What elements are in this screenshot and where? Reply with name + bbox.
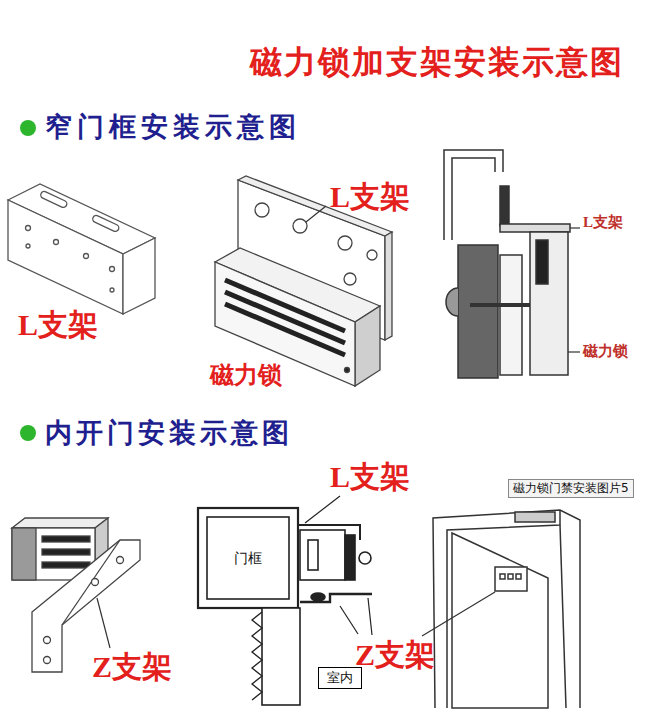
z-bracket-drawing: [42, 562, 90, 568]
l-bracket-drawing: [8, 184, 155, 314]
caption-tooltip: 磁力锁门禁安装图片5: [508, 479, 634, 498]
frame-section-drawing: [198, 496, 372, 705]
section-view-drawing: [530, 232, 568, 375]
part-label: 磁力锁: [583, 343, 628, 360]
leader-line: [306, 206, 326, 222]
z-bracket-drawing: [12, 518, 108, 528]
section-view-drawing: [470, 303, 530, 307]
z-bracket-drawing: [44, 657, 51, 664]
section-view-drawing: [458, 245, 498, 378]
l-bracket-drawing: [8, 200, 123, 314]
lock-with-bracket-drawing: [255, 203, 269, 217]
lock-with-bracket-drawing: [345, 368, 350, 373]
lock-with-bracket-drawing: [225, 280, 345, 331]
section-view-drawing: [444, 150, 580, 378]
node-text: 门框: [234, 550, 262, 568]
lock-with-bracket-drawing: [293, 219, 307, 233]
section-view-drawing: [500, 255, 522, 375]
part-label: L支架: [330, 460, 410, 495]
frame-section-drawing: [305, 496, 340, 523]
z-bracket-drawing: [117, 557, 124, 564]
l-bracket-drawing: [54, 240, 59, 245]
frame-section-drawing: [345, 535, 355, 580]
z-bracket-drawing: [44, 637, 51, 644]
section-view-drawing: [500, 224, 570, 232]
diagram-title: 磁力锁加支架安装示意图: [250, 44, 624, 81]
section-view-drawing: [570, 227, 580, 228]
section-heading: 内开门安装示意图: [45, 417, 293, 448]
z-bracket-drawing: [92, 579, 99, 586]
l-bracket-drawing: [110, 267, 115, 272]
door-drawing: [516, 574, 521, 579]
section-dot: [20, 120, 36, 441]
frame-section-drawing: [252, 612, 262, 700]
frame-section-drawing: [308, 540, 318, 570]
lock-with-bracket-drawing: [355, 306, 380, 386]
l-bracket-drawing: [123, 238, 155, 314]
frame-section-drawing: [311, 593, 325, 601]
part-label: L支架: [330, 180, 410, 215]
frame-section-drawing: [368, 598, 372, 635]
part-label: L支架: [18, 308, 98, 343]
door-drawing: [515, 512, 555, 522]
leader-line: [306, 206, 326, 222]
lock-with-bracket-drawing: [338, 236, 352, 250]
section-view-drawing: [446, 288, 458, 316]
part-label: 磁力锁: [210, 362, 282, 390]
z-bracket-drawing: [12, 518, 140, 672]
door-drawing: [500, 574, 505, 579]
l-bracket-drawing: [26, 226, 31, 231]
part-label: Z支架: [355, 638, 435, 673]
door-drawing: [433, 510, 580, 708]
lock-with-bracket-drawing: [385, 232, 392, 340]
door-drawing: [422, 510, 580, 708]
frame-section-drawing: [262, 608, 300, 705]
door-drawing: [495, 567, 527, 591]
room-box: 室内: [318, 667, 362, 689]
frame-section-drawing: [340, 606, 358, 634]
door-drawing: [508, 574, 513, 579]
l-bracket-drawing: [40, 190, 68, 208]
part-label: Z支架: [92, 650, 172, 685]
section-view-drawing: [536, 240, 548, 284]
section-dot: [20, 425, 36, 441]
z-bracket-drawing: [42, 536, 90, 542]
lock-with-bracket-drawing: [225, 304, 345, 355]
lock-with-bracket-drawing: [344, 273, 356, 285]
l-bracket-drawing: [92, 214, 120, 232]
door-drawing: [560, 525, 566, 708]
frame-section-drawing: [207, 517, 289, 599]
lock-with-bracket-drawing: [225, 292, 345, 343]
frame-section-drawing: [198, 508, 298, 608]
l-bracket-drawing: [110, 288, 114, 292]
node-text: 磁力锁门禁安装图片5: [513, 481, 629, 496]
node-text: 室内: [327, 670, 353, 686]
l-bracket-drawing: [26, 244, 30, 248]
z-bracket-drawing: [42, 549, 90, 555]
section-view-drawing: [452, 158, 495, 240]
z-bracket-drawing: [62, 540, 120, 625]
section-view-drawing: [444, 150, 503, 240]
door-drawing: [447, 510, 560, 708]
section-view-drawing: [500, 186, 509, 226]
door-drawing: [422, 592, 495, 636]
section-heading: 窄门框安装示意图: [45, 111, 301, 142]
frame-section-drawing: [300, 594, 372, 602]
frame-section-drawing: [300, 530, 345, 580]
frame-section-drawing: [359, 552, 371, 564]
section-view-drawing: [568, 351, 580, 352]
lock-with-bracket-drawing: [367, 250, 377, 260]
part-label: L支架: [583, 214, 623, 231]
l-bracket-drawing: [84, 254, 89, 259]
section-dot: [20, 120, 36, 136]
z-bracket-drawing: [97, 598, 110, 648]
frame-box: 门框: [210, 520, 286, 598]
door-drawing: [452, 533, 548, 708]
z-bracket-drawing: [12, 528, 36, 580]
